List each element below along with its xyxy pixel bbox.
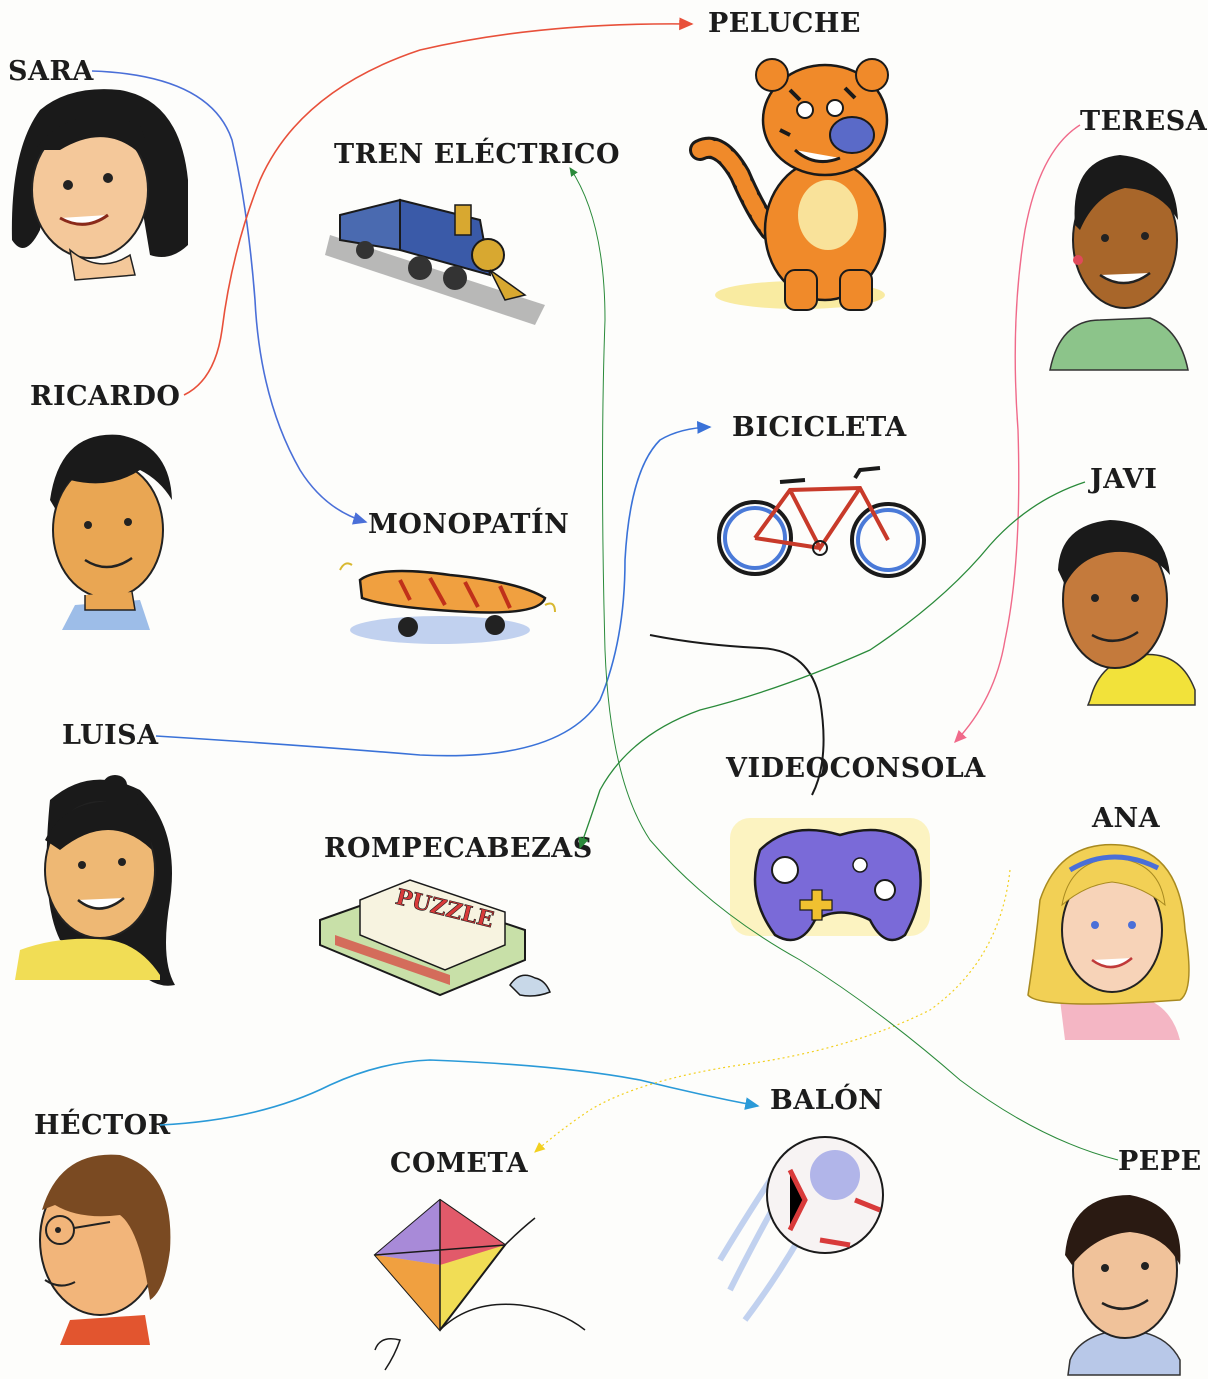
- link-teresa-videoconsola: [954, 124, 1081, 744]
- toy-bicicleta-drawing: [717, 466, 926, 578]
- label-tren: TREN ELÉCTRICO: [334, 139, 620, 170]
- label-rompecabezas: ROMPECABEZAS: [324, 833, 593, 864]
- label-sara: SARA: [8, 56, 94, 87]
- link-ricardo-peluche: [183, 17, 694, 396]
- portrait-javi: [1058, 520, 1196, 706]
- label-monopatin: MONOPATÍN: [368, 509, 570, 540]
- link-sara-monopatin: [91, 70, 368, 525]
- label-luisa: LUISA: [62, 720, 159, 751]
- portrait-ricardo: [50, 434, 172, 630]
- toy-monopatin-drawing: [339, 562, 556, 644]
- link-pepe-tren: [569, 167, 1119, 1161]
- label-videoconsola: VIDEOCONSOLA: [726, 753, 986, 784]
- toy-videoconsola-drawing: [649, 634, 930, 942]
- portrait-pepe: [1065, 1195, 1181, 1376]
- toy-balon-drawing: [717, 1136, 884, 1322]
- portrait-sara: [11, 89, 188, 281]
- portrait-teresa: [1049, 155, 1189, 371]
- label-javi: JAVI: [1090, 464, 1158, 495]
- label-cometa: COMETA: [390, 1148, 529, 1179]
- toy-peluche-drawing: [689, 58, 889, 311]
- label-pepe: PEPE: [1118, 1146, 1202, 1177]
- label-ricardo: RICARDO: [30, 381, 181, 412]
- label-teresa: TERESA: [1080, 106, 1208, 137]
- link-javi-rompecabezas: [578, 481, 1086, 850]
- portrait-hector: [39, 1154, 171, 1345]
- toy-rompecabezas-drawing: PUZZLE: [319, 879, 551, 997]
- label-balon: BALÓN: [770, 1085, 884, 1116]
- toy-cometa-drawing: [373, 1198, 586, 1371]
- link-luisa-bicicleta: [155, 421, 712, 757]
- label-hector: HÉCTOR: [34, 1110, 171, 1141]
- label-bicicleta: BICICLETA: [732, 412, 907, 443]
- link-ana-cometa: [534, 869, 1011, 1153]
- portrait-luisa: [15, 775, 176, 986]
- label-ana: ANA: [1092, 803, 1161, 834]
- portrait-ana: [1027, 843, 1190, 1040]
- toy-tren-drawing: [325, 198, 545, 325]
- label-peluche: PELUCHE: [708, 8, 862, 39]
- link-hector-balon: [159, 1059, 760, 1126]
